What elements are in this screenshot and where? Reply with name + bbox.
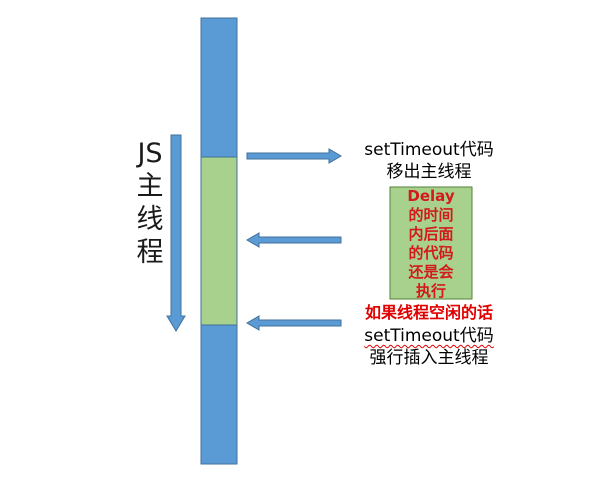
js-label-line: 主 bbox=[136, 170, 164, 202]
js-main-thread-label: JS 主 线 程 bbox=[128, 138, 172, 270]
js-label-line: 线 bbox=[136, 203, 164, 235]
delay-text-line: 还是会 bbox=[408, 263, 454, 281]
left-arrow-icon bbox=[246, 232, 342, 248]
delay-text-line: 的代码 bbox=[408, 244, 454, 262]
insert-label-line: setTimeout代码 bbox=[364, 326, 494, 346]
js-label-line: 程 bbox=[136, 236, 164, 268]
move-out-label-line: setTimeout代码 bbox=[364, 140, 494, 160]
main-thread-bar-top bbox=[200, 17, 238, 158]
main-thread-delay-segment bbox=[200, 156, 238, 326]
delay-box-text: Delay 的时间 内后面 的代码 还是会 执行 bbox=[388, 187, 474, 301]
insert-label-line: 强行插入主线程 bbox=[369, 348, 489, 368]
move-out-label-line: 移出主线程 bbox=[386, 162, 472, 182]
delay-text-line: 执行 bbox=[415, 282, 446, 300]
delay-text-line: Delay bbox=[407, 187, 455, 205]
main-thread-bar-bottom bbox=[200, 324, 238, 465]
move-out-label: setTimeout代码 移出主线程 bbox=[336, 139, 522, 183]
delay-text-line: 内后面 bbox=[408, 225, 454, 243]
delay-box bbox=[389, 186, 473, 300]
right-arrow-icon bbox=[246, 148, 342, 164]
delay-text-line: 的时间 bbox=[408, 206, 454, 224]
js-label-line: JS bbox=[137, 138, 163, 169]
down-arrow-icon bbox=[166, 134, 186, 332]
left-arrow-icon bbox=[246, 315, 342, 331]
idle-condition-label: 如果线程空闲的话 bbox=[364, 303, 493, 322]
insert-label: setTimeout代码 强行插入主线程 bbox=[336, 325, 522, 369]
